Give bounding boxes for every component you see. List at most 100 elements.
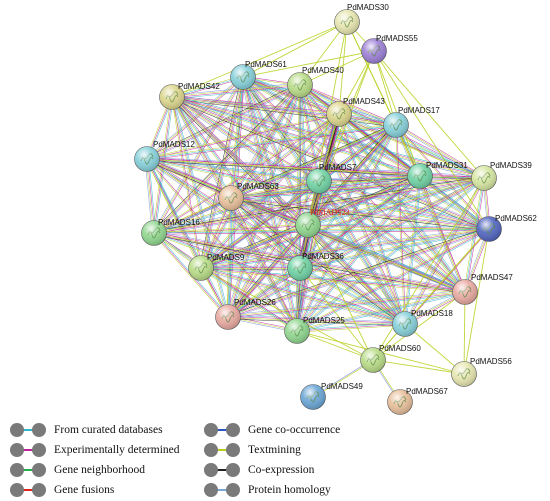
node-PdMADS62[interactable]: PdMADS62: [476, 214, 538, 242]
node-shine-PdMADS56: [451, 361, 477, 387]
node-shine-PdMADS26: [215, 304, 241, 330]
edge-PdMADS63-PdMADS62-1: [231, 197, 490, 229]
node-PdMADS55[interactable]: PdMADS55: [361, 34, 419, 64]
node-label-PdMADS55: PdMADS55: [376, 34, 418, 43]
edge-PdMADS43-PdMADS39-1: [338, 113, 485, 179]
edge-PdMADS17-PdMADS12-0: [147, 125, 397, 161]
node-PdMADS56[interactable]: PdMADS56: [451, 357, 513, 387]
node-shine-PdMADS9: [188, 255, 214, 281]
edge-PdMADS36-PdMADS18-2: [299, 268, 405, 326]
edge-PdMADS31-PdMADS18-2: [403, 175, 420, 324]
edge-PdMADS61-PdMADS9-0: [202, 77, 246, 269]
edge-PdMADS43-PdMADS39-2: [338, 114, 484, 180]
edge-PdMADS63-PdMADS16-2: [153, 196, 231, 233]
edge-PdMADS40-PdMADS12-0: [147, 86, 301, 161]
edge-PdMADS63-PdMADS16-0: [154, 198, 232, 235]
edge-PdMADS62-PdMADS9-1: [201, 229, 490, 269]
edge-PdMADS7-PdMADS18-3: [317, 181, 404, 326]
edge-PdMADS62-PdMADS26-0: [228, 230, 490, 320]
edge-PdMADS7-PdMADS31-0: [318, 173, 420, 180]
node-PdMADS31[interactable]: PdMADS31: [407, 161, 469, 189]
node-PdMADS61[interactable]: PdMADS61: [230, 60, 288, 90]
node-label-PdMADS40: PdMADS40: [302, 66, 344, 75]
edge-PdMADS39-PdMADS63-1: [231, 178, 485, 199]
legend-swatch-textmining: [204, 442, 242, 458]
node-PdMADS43[interactable]: PdMADS43: [326, 97, 386, 127]
edge-PdMADS31-PdMADS25-2: [296, 175, 420, 331]
edge-PdMADS63-PdMADS26-2: [226, 197, 231, 317]
edge-PdMADS17-PdMADS36-1: [299, 124, 397, 269]
node-PdMADS16[interactable]: PdMADS16: [141, 218, 201, 246]
node-PdMADS30[interactable]: PdMADS30: [334, 3, 390, 35]
node-PdMADS18[interactable]: PdMADS18: [392, 309, 454, 337]
edge-PdMADS39-PdMADS26-1: [228, 178, 485, 318]
legend-label-textmining: Textmining: [248, 444, 301, 456]
edge-PdMADS62-PdMADS18-0: [405, 229, 490, 325]
node-PdMADS17[interactable]: PdMADS17: [383, 106, 441, 138]
legend-label-homology: Protein homology: [248, 484, 331, 496]
edge-PdMADS60-PdMADS23-0: [307, 224, 374, 361]
edge-PdMADS7-PdMADS63-1: [230, 180, 319, 198]
edge-PdMADS9-PdMADS47-1: [200, 267, 466, 293]
edge-PdMADS12-PdMADS25-0: [147, 158, 298, 331]
edge-PdMADS17-PdMADS36-2: [298, 124, 396, 268]
node-shine-PdMADS18: [392, 311, 418, 337]
node-PdMADS67[interactable]: PdMADS67: [387, 387, 449, 415]
edge-PdMADS30-PdMADS40-0: [299, 21, 348, 86]
edge-PdMADS12-PdMADS36-2: [146, 159, 300, 270]
edge-PdMADS56-PdMADS47-0: [463, 291, 466, 375]
edge-PdMADS63-PdMADS26-1: [227, 197, 232, 318]
legend-item-coexpression: Co-expression: [204, 461, 314, 479]
edge-PdMADS43-PdMADS63-1: [230, 113, 340, 199]
edge-PdMADS16-PdMADS36-2: [153, 233, 300, 270]
edge-PdMADS30-PdMADS43-0: [338, 21, 348, 115]
node-label-PdMADS9: PdMADS9: [207, 253, 245, 262]
node-label-PdMADS49: PdMADS49: [321, 382, 363, 391]
edge-PdMADS7-PdMADS47-2: [318, 181, 465, 294]
edge-PdMADS42-PdMADS7-1: [171, 97, 319, 182]
node-PdMADS25[interactable]: PdMADS25: [284, 316, 346, 344]
edge-PdMADS55-PdMADS23-0: [307, 50, 375, 226]
edge-PdMADS42-PdMADS18-2: [171, 97, 405, 325]
node-PdMADS12[interactable]: PdMADS12: [134, 140, 196, 172]
edge-PdMADS40-PdMADS16-3: [152, 83, 299, 232]
node-PdMADS63[interactable]: PdMADS63: [218, 182, 280, 211]
node-shine-PdMADS30: [334, 9, 360, 35]
edge-PdMADS9-PdMADS47-2: [200, 268, 465, 294]
edge-PdMADS17-PdMADS18-0: [396, 124, 406, 324]
node-PdMADS39[interactable]: PdMADS39: [471, 161, 533, 191]
edge-PdMADS61-PdMADS25-1: [243, 76, 298, 331]
node-PdMADS7[interactable]: PdMADS7: [306, 163, 357, 194]
node-PdMADS26[interactable]: PdMADS26: [215, 298, 277, 330]
edge-PdMADS61-PdMADS62-2: [242, 77, 489, 231]
edge-PdMADS26-PdMADS18-0: [228, 314, 406, 323]
edge-PdMADS62-PdMADS16-2: [153, 227, 489, 233]
node-PdMADS23[interactable]: PdMADS23: [295, 208, 350, 238]
node-shine-PdMADS40: [287, 72, 313, 98]
edge-PdMADS39-PdMADS25-1: [296, 177, 485, 332]
node-label-PdMADS39: PdMADS39: [490, 161, 532, 170]
edge-PdMADS36-PdMADS47-1: [299, 268, 465, 293]
edge-PdMADS61-PdMADS23-1: [243, 76, 309, 225]
edge-PdMADS60-PdMADS62-0: [372, 228, 490, 361]
edge-PdMADS42-PdMADS62-1: [172, 96, 490, 229]
node-PdMADS60[interactable]: PdMADS60: [360, 344, 422, 373]
edge-PdMADS23-PdMADS9-1: [200, 224, 309, 269]
edge-PdMADS60-PdMADS47-0: [372, 291, 466, 361]
edge-PdMADS43-PdMADS39-0: [339, 112, 485, 178]
edge-PdMADS23-PdMADS62-0: [308, 223, 490, 229]
node-label-PdMADS16: PdMADS16: [158, 218, 200, 227]
node-PdMADS36[interactable]: PdMADS36: [287, 252, 345, 281]
edge-PdMADS7-PdMADS18-1: [319, 180, 406, 324]
edge-PdMADS25-PdMADS18-2: [297, 324, 406, 333]
edge-PdMADS47-PdMADS25-0: [297, 292, 466, 333]
edge-PdMADS61-PdMADS16-1: [153, 76, 244, 234]
node-PdMADS42[interactable]: PdMADS42: [159, 82, 221, 110]
node-PdMADS49[interactable]: PdMADS49: [300, 382, 364, 410]
node-PdMADS47[interactable]: PdMADS47: [452, 273, 514, 305]
edge-PdMADS56-PdMADS18-0: [404, 323, 465, 375]
legend-item-neighborhood: Gene neighborhood: [10, 461, 145, 479]
node-PdMADS9[interactable]: PdMADS9: [188, 253, 245, 281]
edge-PdMADS16-PdMADS18-0: [154, 231, 406, 324]
node-PdMADS40[interactable]: PdMADS40: [287, 66, 345, 98]
